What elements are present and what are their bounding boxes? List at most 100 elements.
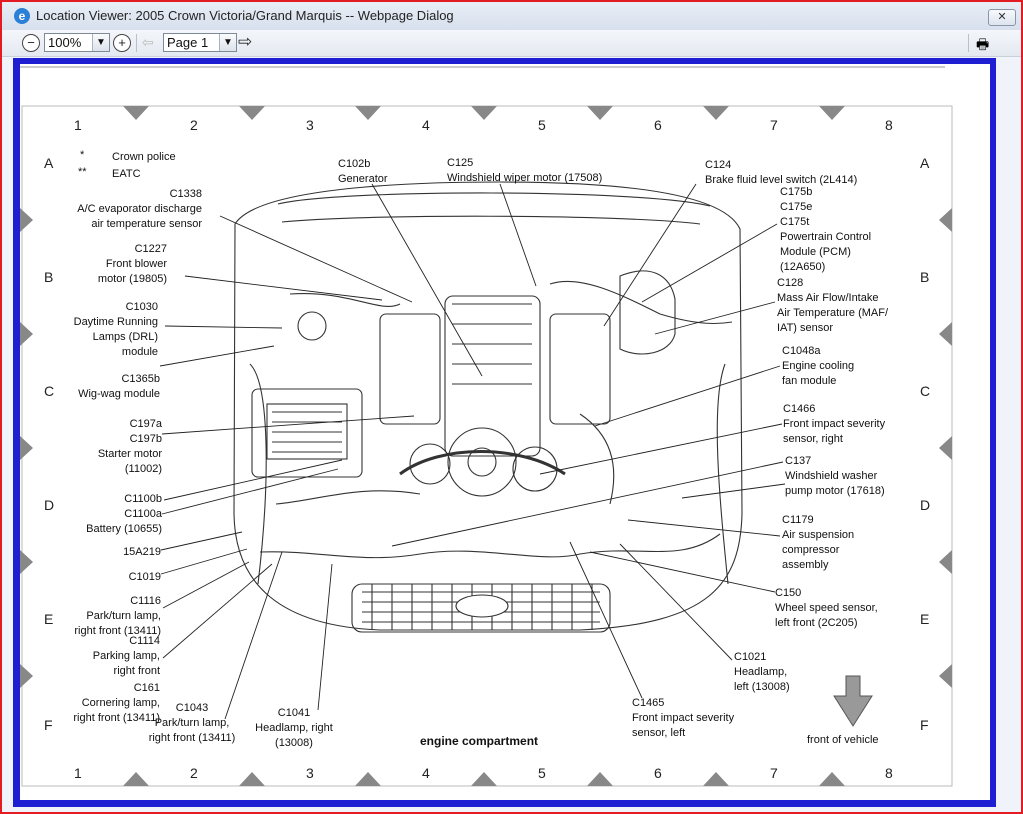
callout-line: C1043 [176,702,208,714]
callout-line: C150 [775,587,801,599]
grid-tick [819,772,845,786]
row-label: F [44,717,53,733]
callout-line: C1048a [782,345,821,357]
toolbar-separator [968,34,969,52]
print-icon[interactable]: 🖶 [976,36,990,52]
go-arrow-icon[interactable]: ⇨ [238,32,253,51]
callout-line: Cornering lamp, [82,697,160,709]
row-label: C [44,383,54,399]
zoom-in-icon[interactable]: + [113,34,131,52]
column-label: 2 [190,117,198,133]
callout-line: Air suspension [782,529,854,541]
column-label: 5 [538,765,546,781]
callout-line: right front (13411) [74,625,161,637]
grid-tick [471,106,497,120]
callout-line: Mass Air Flow/Intake [777,292,878,304]
grid-tick [20,550,33,574]
callout-line: C1466 [783,403,815,415]
grid-tick [239,772,265,786]
page-value: Page 1 [167,35,209,50]
callout-line: C1114 [129,635,160,647]
legend-symbol: ** [78,166,87,178]
row-label: D [44,497,54,513]
row-label: B [920,269,929,285]
callout-line: C1227 [135,243,167,255]
zoom-select[interactable]: 100% ▼ [44,33,110,52]
callout-line: right front (13411) [73,712,160,724]
grid-ticks-left [20,208,33,688]
grid-tick [939,322,952,346]
row-label: A [44,155,54,171]
callout-line: C102b [338,158,370,170]
callout-line: C1030 [126,301,158,313]
column-label: 4 [422,117,430,133]
close-button[interactable]: ✕ [988,9,1016,26]
browser-icon: e [14,8,30,24]
callout-line: C197a [130,418,163,430]
grid-tick [939,208,952,232]
legend-text: Crown police [112,151,176,163]
column-label: 5 [538,117,546,133]
callout-line: Engine cooling [782,360,854,372]
column-label: 2 [190,765,198,781]
callout-line: pump motor (17618) [785,485,885,497]
chevron-down-icon: ▼ [92,34,109,51]
column-label: 1 [74,117,82,133]
column-label: 8 [885,765,893,781]
callout-line: Air Temperature (MAF/ [777,307,889,319]
legend-text: EATC [112,168,141,180]
page-select[interactable]: Page 1 ▼ [163,33,237,52]
callout-line: Starter motor [98,448,163,460]
diagram-caption: engine compartment [420,734,538,748]
legend: * Crown police ** EATC [78,149,176,180]
grid-tick [703,106,729,120]
row-label: D [920,497,930,513]
callout-label: C1019 [129,571,161,583]
zoom-out-icon[interactable]: − [22,34,40,52]
grid-tick [123,772,149,786]
callout-line: module [122,346,158,358]
front-of-vehicle-label: front of vehicle [807,734,879,746]
callout-line: A/C evaporator discharge [77,203,202,215]
callout-line: assembly [782,559,829,571]
callout-line: sensor, left [632,727,685,739]
callout-line: (12A650) [780,261,825,273]
callout-line: C1338 [170,188,202,200]
callout-label: 15A219 [123,546,161,558]
grid-tick [939,550,952,574]
grid-tick [355,106,381,120]
grid-tick [819,106,845,120]
column-label: 4 [422,765,430,781]
callout-line: C175e [780,201,812,213]
callout-line: C1179 [782,514,814,526]
grid-tick [355,772,381,786]
callout-line: C1041 [278,707,310,719]
callout-line: right front [114,665,160,677]
grid-tick [939,664,952,688]
engine-compartment-drawing [233,181,743,633]
callout-line: Wheel speed sensor, [775,602,878,614]
callout-line: 15A219 [123,546,161,558]
callout-line: compressor [782,544,840,556]
legend-symbol: * [80,149,85,161]
grid-tick [20,664,33,688]
callout-line: Park/turn lamp, [86,610,161,622]
callout-line: Park/turn lamp, [155,717,230,729]
grid-tick [20,436,33,460]
